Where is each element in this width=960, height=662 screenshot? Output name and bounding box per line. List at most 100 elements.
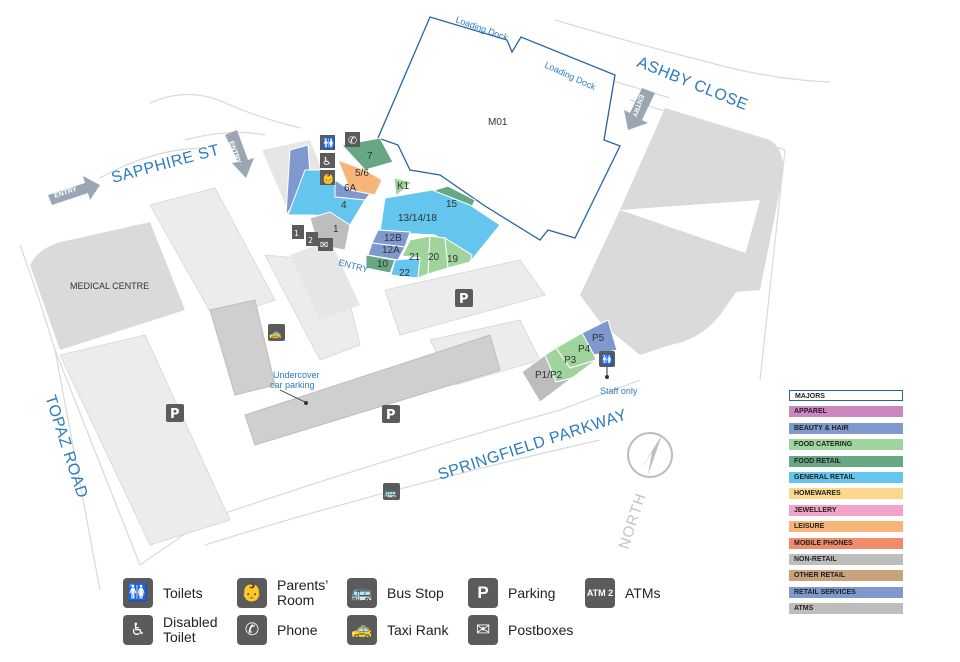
shop-label: 12A <box>382 245 400 256</box>
undercover-parking <box>209 299 501 446</box>
category-legend-item: MAJORS <box>789 390 903 401</box>
phone-icon <box>345 132 360 147</box>
legend-postboxes: ✉ Postboxes <box>468 615 573 645</box>
undercover-label: Undercover <box>273 370 320 380</box>
major-m01-label: M01 <box>488 117 508 128</box>
legend-bus-stop: 🚌 Bus Stop <box>347 578 444 608</box>
shop-label: 10 <box>377 259 389 270</box>
shop-label: 5/6 <box>355 168 369 179</box>
category-legend-item: JEWELLERY <box>789 504 903 516</box>
shop-label: 12B <box>384 233 402 244</box>
atm-icon <box>306 232 318 246</box>
legend-taxi-rank: 🚕 Taxi Rank <box>347 615 448 645</box>
svg-text:🚻: 🚻 <box>601 353 613 366</box>
taxi-icon: 🚕 <box>347 615 377 645</box>
shop-label: 7 <box>367 151 373 162</box>
entry-arrow: ENTRY <box>225 130 254 178</box>
bus-icon: 🚌 <box>347 578 377 608</box>
shop-label: K1 <box>397 181 410 192</box>
shop-k1[interactable] <box>393 177 414 198</box>
category-legend-item: FOOD CATERING <box>789 439 903 451</box>
category-legend-item: FOOD RETAIL <box>789 455 903 467</box>
legend-toilets: 🚻 Toilets <box>123 578 203 608</box>
taxi-icon <box>268 324 285 341</box>
svg-text:✆: ✆ <box>348 134 357 147</box>
staff-only-label: Staff only <box>600 386 638 396</box>
shop-label: 1 <box>333 224 339 235</box>
shop-label: 21 <box>409 252 421 263</box>
bus-icon <box>383 483 400 500</box>
toilets-icon <box>320 135 335 150</box>
shop-19[interactable] <box>444 237 473 269</box>
major-m01[interactable] <box>377 16 621 241</box>
toilets-icon: 🚻 <box>123 578 153 608</box>
entry-arrow: ENTRY <box>48 176 100 205</box>
road-sapphire-st: SAPPHIRE ST <box>110 142 222 187</box>
phone-icon: ✆ <box>237 615 267 645</box>
shop-label: 22 <box>399 268 411 279</box>
undercover-label-2: car parking <box>270 380 315 390</box>
shop-label: 6A <box>344 183 357 194</box>
parking-icon <box>455 289 473 307</box>
north-arrow: NORTH <box>616 432 673 551</box>
shop-label: 13/14/18 <box>398 213 437 224</box>
svg-text:P: P <box>459 292 469 307</box>
shop-label: P3 <box>564 355 577 366</box>
shop-10[interactable] <box>365 254 396 274</box>
category-legend-item: OTHER RETAIL <box>789 570 903 582</box>
svg-text:🚻: 🚻 <box>322 137 336 150</box>
shop-label: 15 <box>446 199 458 210</box>
legend-disabled-toilet: ♿ Disabled Toilet <box>123 615 223 645</box>
legend-parents-room: 👶 Parents’ Room <box>237 578 337 608</box>
wheelchair-icon <box>320 153 335 168</box>
svg-text:👶: 👶 <box>322 172 334 185</box>
shop-label: 20 <box>428 252 440 263</box>
svg-text:P: P <box>170 407 180 422</box>
shop-label: 4 <box>341 200 347 211</box>
parking-icon: P <box>468 578 498 608</box>
category-legend-item: BEAUTY & HAIR <box>789 422 903 434</box>
shop-5-6[interactable] <box>337 159 383 196</box>
category-legend-item: HOMEWARES <box>789 488 903 500</box>
legend-atms: ATM 2 ATMs <box>585 578 661 608</box>
svg-text:🚕: 🚕 <box>269 329 281 340</box>
category-legend-item: MOBILE PHONES <box>789 537 903 549</box>
road-ashby-close: ASHBY CLOSE <box>635 54 751 114</box>
category-legend-item: APPAREL <box>789 406 903 418</box>
legend-phone: ✆ Phone <box>237 615 317 645</box>
entry-arrow: ENTRY <box>624 88 655 130</box>
category-legend-item: GENERAL RETAIL <box>789 471 903 483</box>
svg-text:P: P <box>386 408 396 423</box>
wheelchair-icon: ♿ <box>123 615 153 645</box>
category-legend-item: NON-RETAIL <box>789 553 903 565</box>
svg-text:🚌: 🚌 <box>384 488 397 499</box>
postbox-icon <box>318 238 333 251</box>
svg-text:✉: ✉ <box>320 240 328 251</box>
parking-icon <box>166 404 184 422</box>
legend-parking: P Parking <box>468 578 555 608</box>
shop-label: P5 <box>592 333 605 344</box>
medical-centre[interactable] <box>30 222 185 350</box>
car-park-building-right <box>620 108 784 292</box>
svg-text:1: 1 <box>294 229 299 238</box>
parents-room-icon <box>320 170 335 185</box>
map-icons: 🚻 ✆ ♿ 👶 1 2 ✉ P 🚕 P P 🚌 🚻 <box>166 132 615 500</box>
category-legend-item: ATMS <box>789 603 903 615</box>
svg-text:2: 2 <box>308 236 313 245</box>
shop-label: 19 <box>447 254 459 265</box>
shop-p1-p2[interactable] <box>521 354 573 403</box>
atm-icon <box>292 225 304 239</box>
parents-room-icon: 👶 <box>237 578 267 608</box>
svg-text:NORTH: NORTH <box>616 491 650 551</box>
medical-centre-label: MEDICAL CENTRE <box>70 281 149 291</box>
postbox-icon: ✉ <box>468 615 498 645</box>
parking-icon <box>382 405 400 423</box>
shop-label: P1/P2 <box>535 370 563 381</box>
atm-icon: ATM 2 <box>585 578 615 608</box>
category-legend-item: RETAIL SERVICES <box>789 586 903 598</box>
category-legend: MAJORS APPAREL BEAUTY & HAIR FOOD CATERING F… <box>789 390 903 619</box>
toilets-icon <box>599 351 615 367</box>
shop-label: P4 <box>578 344 591 355</box>
